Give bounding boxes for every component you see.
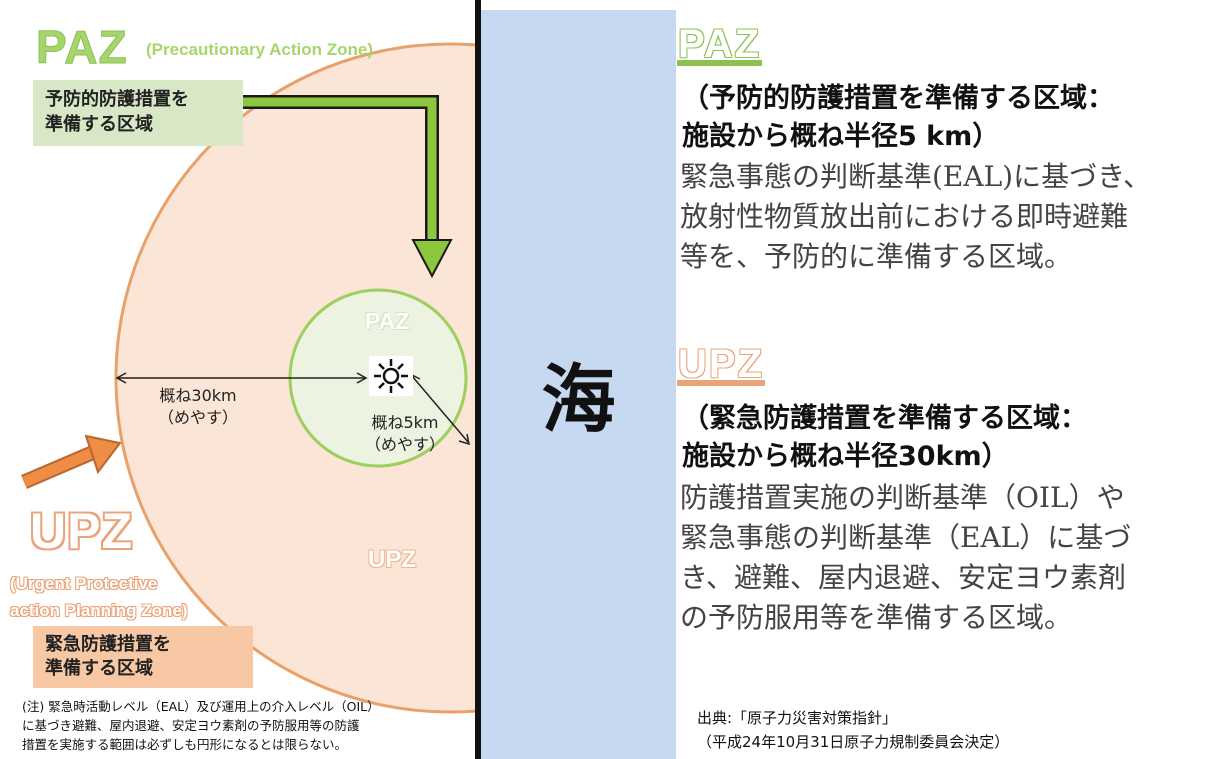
upz-definition-summary: （緊急防護措置を準備する区域： 施設から概ね半径30km） xyxy=(682,400,1202,476)
upz-box-line-1: 緊急防護措置を xyxy=(45,634,171,655)
upz-subheading-line-2: action Planning Zone) xyxy=(10,601,188,620)
zone-diagram-graphic xyxy=(21,42,475,714)
sea-label: 海 xyxy=(541,357,616,443)
upz-body-line-1: 防護措置実施の判断基準（OIL）や xyxy=(680,481,1125,514)
distance-30km-value: 概ね30km xyxy=(159,386,237,405)
upz-body-line-3: き、避難、屋内退避、安定ヨウ素剤 xyxy=(680,561,1127,594)
nuclear-facility-icon xyxy=(369,356,413,396)
paz-body-line-3: 等を、予防的に準備する区域。 xyxy=(680,240,1073,273)
paz-circle-label: PAZ xyxy=(365,308,410,334)
upz-body-line-4: の予防服用等を準備する区域。 xyxy=(680,601,1073,634)
upz-box-line-2: 準備する区域 xyxy=(45,658,153,679)
upz-summary-line-2: 施設から概ね半径30km） xyxy=(682,441,1009,472)
upz-subheading: (Urgent Protective action Planning Zone) xyxy=(10,570,188,624)
upz-summary-line-1: （緊急防護措置を準備する区域： xyxy=(682,403,1087,434)
paz-heading: PAZ xyxy=(36,21,128,74)
paz-summary-line-1: （予防的防護措置を準備する区域： xyxy=(682,83,1114,114)
distance-5km-label: 概ね5km （めやす） xyxy=(350,412,460,456)
upz-description-box: 緊急防護措置を 準備する区域 xyxy=(33,626,253,688)
distance-5km-value: 概ね5km xyxy=(371,413,439,432)
paz-definition-body: 緊急事態の判断基準(EAL)に基づき、 放射性物質放出前における即時避難 等を、… xyxy=(680,157,1202,277)
paz-body-line-1: 緊急事態の判断基準(EAL)に基づき、 xyxy=(680,160,1152,193)
radius-30km-arrow xyxy=(115,372,368,384)
paz-description-box: 予防的防護措置を 準備する区域 xyxy=(33,80,243,146)
distance-30km-label: 概ね30km （めやす） xyxy=(143,385,253,429)
upz-heading: UPZ xyxy=(30,503,133,559)
diagram-note: (注) 緊急時活動レベル（EAL）及び運用上の介入レベル（OIL） に基づき避難… xyxy=(22,697,472,754)
source-line-2: （平成24年10月31日原子力規制委員会決定） xyxy=(697,733,1010,751)
paz-box-line-2: 準備する区域 xyxy=(45,114,153,135)
paz-subheading: (Precautionary Action Zone) xyxy=(146,40,374,59)
note-line-3: 措置を実施する範囲は必ずしも円形になるとは限らない。 xyxy=(22,737,348,752)
upz-body-line-2: 緊急事態の判断基準（EAL）に基づ xyxy=(680,521,1132,554)
distance-5km-note: （めやす） xyxy=(364,435,445,454)
sea-area xyxy=(481,10,676,759)
note-line-2: に基づき避難、屋内退避、安定ヨウ素剤の予防服用等の防護 xyxy=(22,718,360,733)
coastline-divider xyxy=(475,0,481,759)
upz-definition-body: 防護措置実施の判断基準（OIL）や 緊急事態の判断基準（EAL）に基づ き、避難… xyxy=(680,478,1202,638)
upz-circle-label: UPZ xyxy=(368,546,416,573)
note-line-1: (注) 緊急時活動レベル（EAL）及び運用上の介入レベル（OIL） xyxy=(22,699,380,714)
paz-pointer-arrow xyxy=(243,95,453,279)
zone-diagram: PAZ (Precautionary Action Zone) 予防的防護措置を… xyxy=(0,0,475,759)
paz-definition-title: PAZ xyxy=(678,22,762,66)
paz-body-line-2: 放射性物質放出前における即時避難 xyxy=(680,200,1129,233)
distance-30km-note: （めやす） xyxy=(157,408,238,427)
upz-subheading-line-1: (Urgent Protective xyxy=(10,574,158,593)
source-citation: 出典:「原子力災害対策指針」 （平成24年10月31日原子力規制委員会決定） xyxy=(697,706,1009,754)
source-line-1: 出典:「原子力災害対策指針」 xyxy=(697,709,898,727)
upz-definition-title: UPZ xyxy=(678,342,764,386)
paz-definition-summary: （予防的防護措置を準備する区域： 施設から概ね半径5 km） xyxy=(682,80,1202,156)
paz-box-line-1: 予防的防護措置を xyxy=(45,89,189,110)
upz-pointer-arrow xyxy=(21,434,122,489)
paz-summary-line-2: 施設から概ね半径5 km） xyxy=(682,121,1000,152)
